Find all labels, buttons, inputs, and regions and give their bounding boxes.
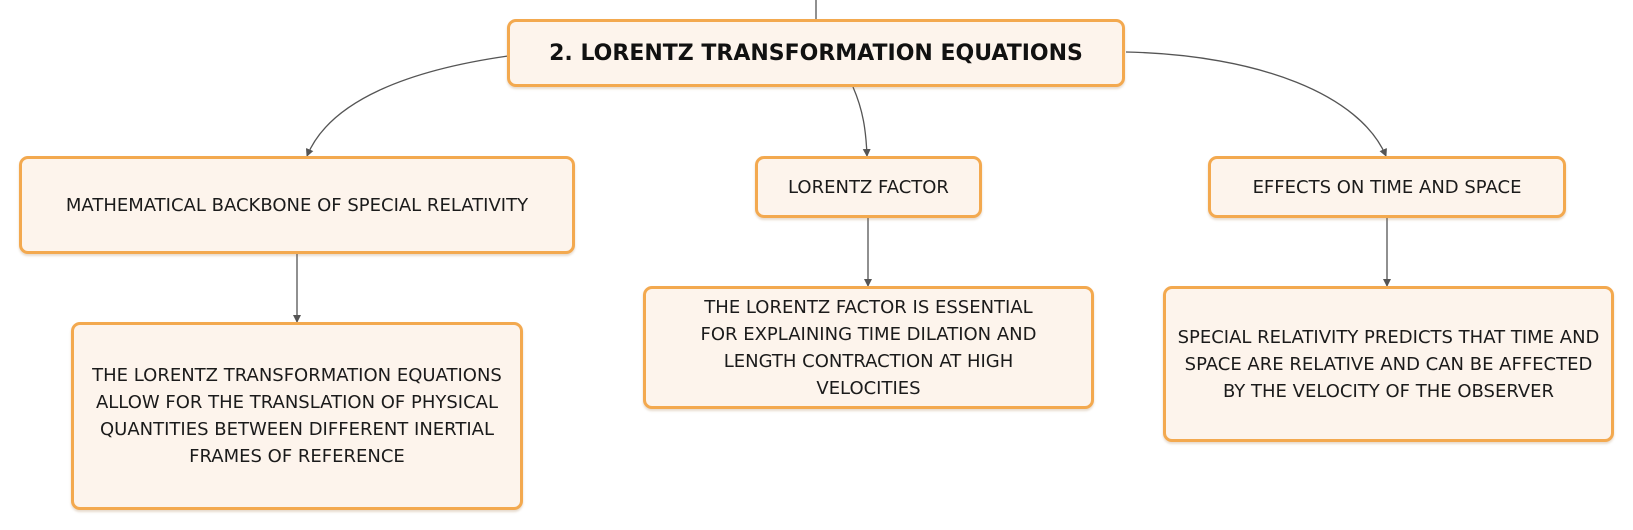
branch-label-lorentz-factor: LORENTZ FACTOR xyxy=(788,176,949,198)
detail-text-mathematical-backbone: THE LORENTZ TRANSFORMATION EQUATIONS ALL… xyxy=(92,365,502,467)
detail-text-effects-on-time-and-space: SPECIAL RELATIVITY PREDICTS THAT TIME AN… xyxy=(1177,326,1600,402)
branch-node-effects-on-time-and-space[interactable]: EFFECTS ON TIME AND SPACE xyxy=(1208,156,1566,218)
branch-label-mathematical-backbone: MATHEMATICAL BACKBONE OF SPECIAL RELATIV… xyxy=(65,194,529,216)
branch-node-lorentz-factor[interactable]: LORENTZ FACTOR xyxy=(755,156,982,218)
branch-label-effects-on-time-and-space: EFFECTS ON TIME AND SPACE xyxy=(1252,176,1522,198)
detail-node-effects-on-time-and-space[interactable]: SPECIAL RELATIVITY PREDICTS THAT TIME AN… xyxy=(1163,286,1614,442)
connector-root-to-branch-1 xyxy=(305,55,509,157)
branch-node-mathematical-backbone[interactable]: MATHEMATICAL BACKBONE OF SPECIAL RELATIV… xyxy=(19,156,575,254)
detail-text-lorentz-factor: THE LORENTZ FACTOR IS ESSENTIAL FOR EXPL… xyxy=(700,296,1037,399)
detail-node-lorentz-factor[interactable]: THE LORENTZ FACTOR IS ESSENTIAL FOR EXPL… xyxy=(643,286,1094,409)
root-topic-node[interactable]: 2. LORENTZ TRANSFORMATION EQUATIONS xyxy=(507,19,1125,87)
root-topic-label: 2. LORENTZ TRANSFORMATION EQUATIONS xyxy=(549,40,1083,66)
connector-root-to-branch-3 xyxy=(1125,51,1387,157)
connector-root-to-branch-2 xyxy=(852,86,871,157)
detail-node-mathematical-backbone[interactable]: THE LORENTZ TRANSFORMATION EQUATIONS ALL… xyxy=(71,322,523,510)
